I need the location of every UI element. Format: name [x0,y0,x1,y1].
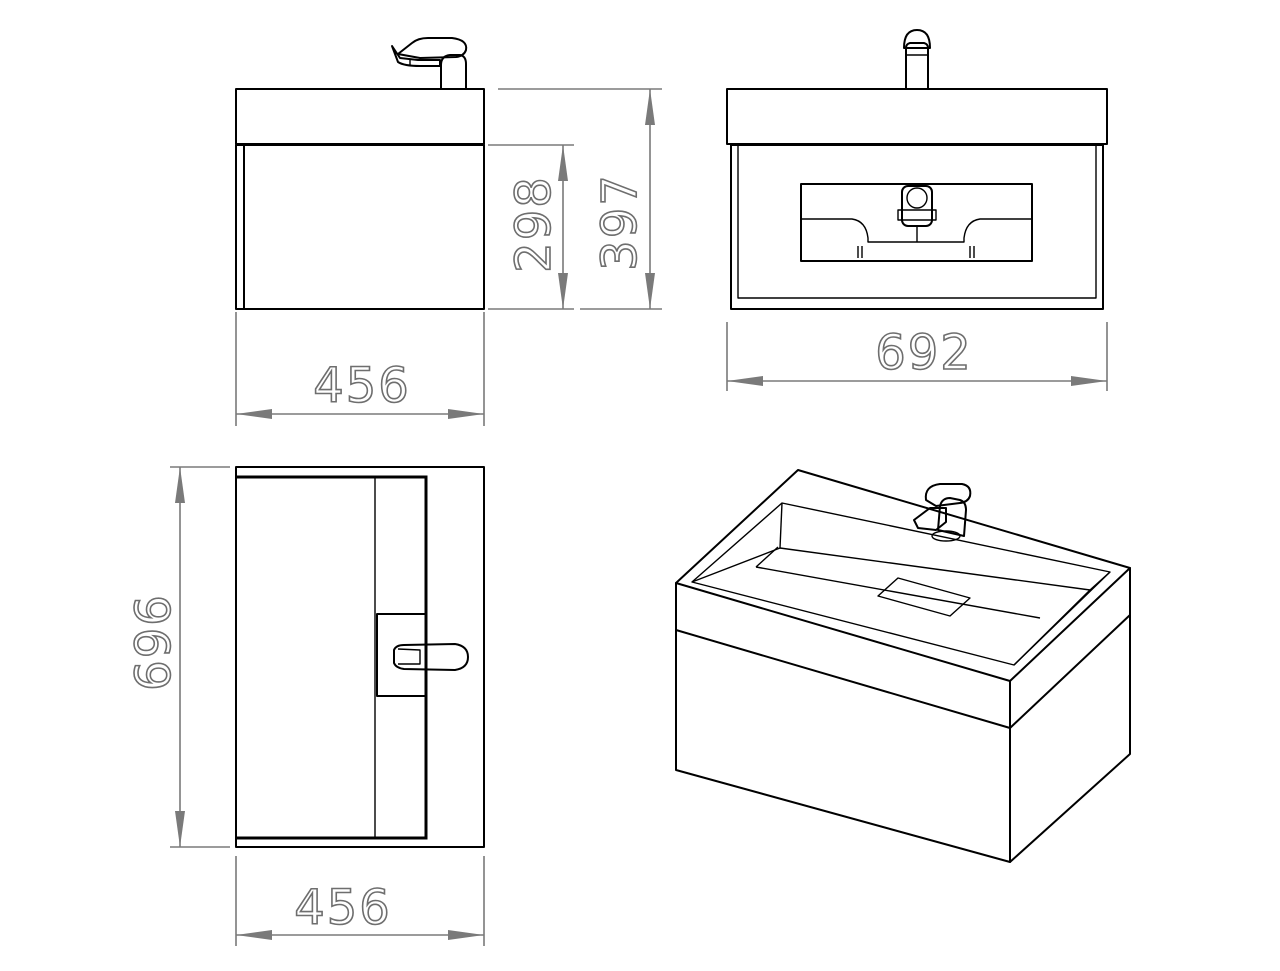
top-view [235,466,485,848]
dim-top-width-label: 456 [294,880,392,936]
siphon-icon [897,185,937,242]
faucet-iso-icon [913,483,972,542]
side-view [235,37,485,310]
dim-top-width: 456 [235,856,485,946]
isometric-view [675,469,1131,863]
faucet-side-icon [391,37,468,90]
dim-total-height-label: 397 [592,173,648,271]
faucet-top-icon [393,643,469,671]
faucet-front-icon [903,29,931,90]
dim-cabinet-height: 298 [488,144,574,310]
dim-front-width: 692 [726,322,1108,391]
dim-top-depth-label: 696 [126,593,182,691]
dim-front-width-label: 692 [875,325,973,381]
dim-side-width: 456 [235,312,485,426]
front-view [726,29,1108,310]
dim-top-depth: 696 [125,466,230,848]
dim-total-height: 397 [498,88,662,310]
dim-side-width-label: 456 [313,358,411,414]
dim-cabinet-height-label: 298 [506,175,562,273]
